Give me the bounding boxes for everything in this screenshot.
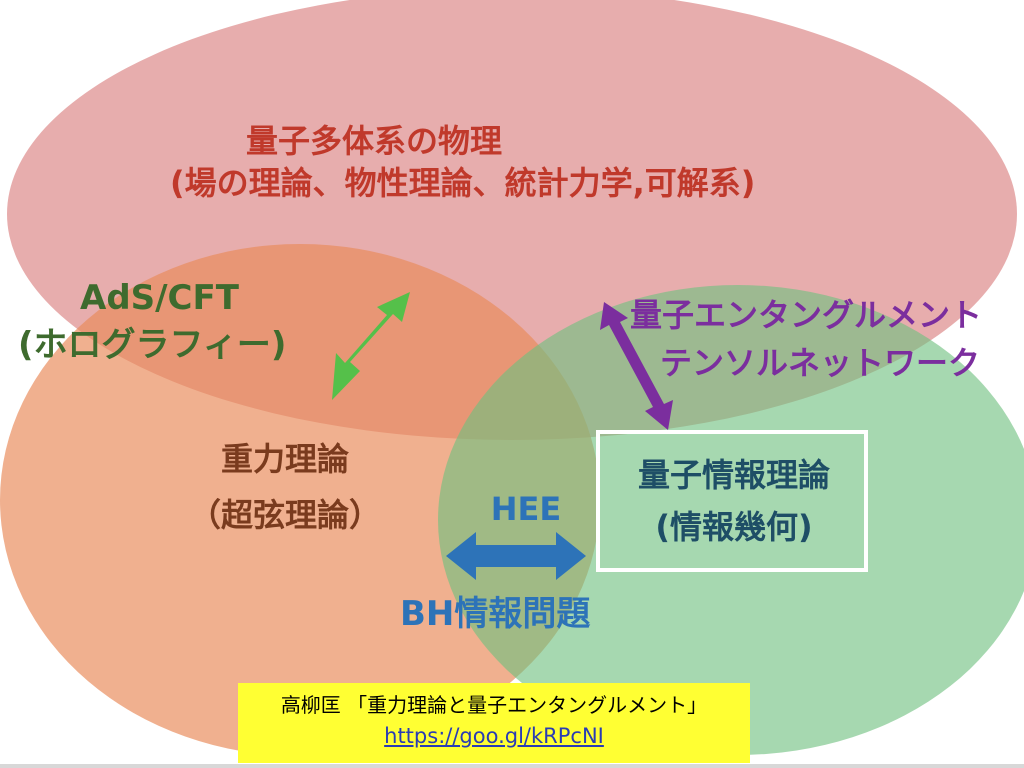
quantum-info-subtitle: (情報幾何) [655, 508, 813, 547]
entanglement-label: 量子エンタングルメント テンソルネットワーク [630, 296, 982, 383]
gravity-theory-label: 重力理論 （超弦理論） [155, 440, 415, 535]
gravity-subtitle: （超弦理論） [188, 496, 381, 535]
ads-cft-arrow [332, 292, 410, 400]
tensor-network-title: テンソルネットワーク [660, 344, 981, 383]
hee-label: HEE [490, 490, 562, 528]
bh-information-label: BH情報問題 [400, 594, 591, 634]
quantum-info-label: 量子情報理論 (情報幾何) [600, 456, 868, 547]
quantum-info-ellipse [438, 285, 1024, 755]
quantum-info-box [596, 430, 868, 572]
quantum-info-title: 量子情報理論 [637, 456, 830, 494]
many-body-physics-label: 量子多体系の物理 (場の理論、物性理論、統計力学,可解系) [150, 122, 950, 203]
citation-box: 高柳匡 「重力理論と量子エンタングルメント」 https://goo.gl/kR… [238, 683, 750, 763]
hee-arrow [446, 532, 586, 580]
ads-cft-subtitle: (ホログラフィー) [18, 324, 287, 365]
entanglement-arrow [600, 302, 673, 430]
citation-text: 高柳匡 「重力理論と量子エンタングルメント」 [280, 693, 708, 717]
many-body-title: 量子多体系の物理 [246, 122, 503, 160]
ads-cft-title: AdS/CFT [80, 278, 239, 318]
gravity-title: 重力理論 [220, 440, 349, 478]
citation-link[interactable]: https://goo.gl/kRPcNI [384, 724, 604, 748]
ads-cft-label: AdS/CFT (ホログラフィー) [18, 278, 286, 366]
gravity-ellipse [0, 244, 600, 756]
bottom-border [0, 764, 1024, 768]
entanglement-title: 量子エンタングルメント [630, 296, 983, 334]
many-body-subtitle: (場の理論、物性理論、統計力学,可解系) [170, 164, 756, 203]
